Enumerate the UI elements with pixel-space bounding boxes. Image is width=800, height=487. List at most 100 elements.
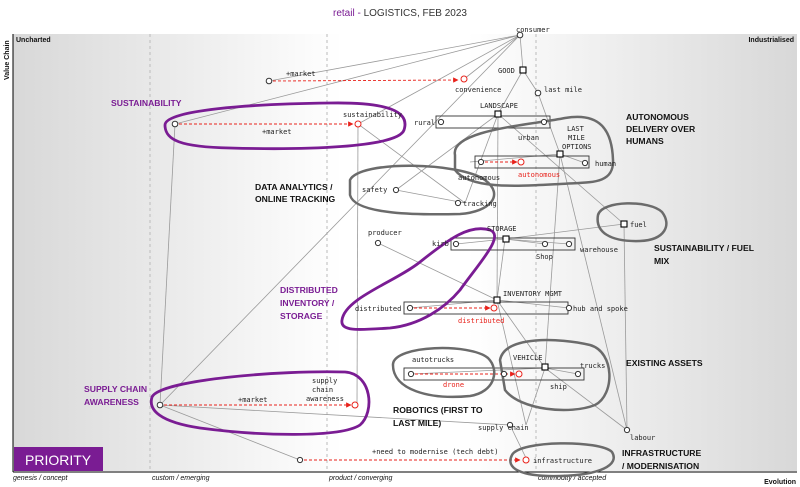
autonomous-label: autonomous [458,174,500,182]
vehicle-node[interactable] [541,363,549,371]
consumer-node[interactable] [516,31,524,39]
inventory-label: INVENTORY MGMT [503,290,563,298]
safety-label: safety [362,186,387,194]
fuel-node[interactable] [620,220,628,228]
drone-start-node[interactable] [500,370,508,378]
annot-sustainability: SUSTAINABILITY [111,98,182,108]
human-label: human [595,160,616,168]
labour-label: labour [630,434,655,442]
lmo-line2: MILE [568,134,585,142]
tracking-node[interactable] [454,199,462,207]
hub-spoke-label: hub and spoke [573,305,628,313]
good-node[interactable] [519,66,527,74]
annot-robotics-2: LAST MILE) [393,418,441,428]
autonomous-start-node[interactable] [477,158,485,166]
last-mile-options-node[interactable] [556,150,564,158]
outline-robotics [391,346,496,399]
sustainability-start-node[interactable] [171,120,179,128]
warehouse-node[interactable] [565,240,573,248]
annot-fuel-2: MIX [654,256,670,266]
outline-supply-chain [149,370,371,436]
urban-label: urban [518,134,539,142]
drone-node[interactable] [515,370,523,378]
outline-infrastructure [509,442,615,478]
market-sustain-label: +market [262,128,292,136]
rural-node[interactable] [437,118,445,126]
stage-genesis: genesis / concept [13,475,69,482]
last-mile-node[interactable] [534,89,542,97]
industrialised-label: Industrialised [748,37,794,44]
market-top-label: +market [286,70,316,78]
components: consumer GOOD last mile +market convenie… [156,26,655,465]
map-title: retail - LOGISTICS, FEB 2023 [333,8,467,19]
autotrucks-node[interactable] [407,370,415,378]
infrastructure-start-node[interactable] [296,456,304,464]
trucks-node[interactable] [574,370,582,378]
outline-autonomous [453,115,615,187]
landscape-node[interactable] [494,110,502,118]
market-supply-label: +market [238,396,268,404]
priority-label: PRIORITY [25,452,92,468]
grey-outlines [348,115,668,478]
annot-data-analytics-1: DATA ANALYTICS / [255,182,333,192]
stage-product: product / converging [328,475,393,482]
good-label: GOOD [498,67,515,75]
market-top-node[interactable] [265,77,273,85]
trucks-label: trucks [580,362,605,370]
annot-infrastructure-1: INFRASTRUCTURE [622,448,702,458]
outline-distributed [340,227,496,331]
distributed-label: distributed [355,305,401,313]
outline-fuel [596,202,668,243]
shop-label: Shop [536,253,553,261]
annot-distributed-2: INVENTORY / [280,298,335,308]
value-chain-label: Value Chain [4,40,11,80]
priority-badge [14,447,103,471]
human-node[interactable] [581,159,589,167]
dependency-links [159,34,628,461]
hub-spoke-node[interactable] [565,304,573,312]
outline-data-analytics [348,164,496,216]
safety-node[interactable] [392,186,400,194]
supply-chain-node[interactable] [506,421,514,429]
evolution-arrows [164,77,521,463]
infrastructure-node[interactable] [522,456,530,464]
annot-data-analytics-2: ONLINE TRACKING [255,194,336,204]
supply-chain-awareness-node[interactable] [351,401,359,409]
supply-chain-awareness-start-node[interactable] [156,401,164,409]
storage-pipeline [450,237,576,251]
annot-autonomous-3: HUMANS [626,136,664,146]
vehicle-label: VEHICLE [513,354,543,362]
last-mile-label: last mile [544,86,582,94]
annot-fuel-1: SUSTAINABILITY / FUEL [654,243,754,253]
sustainability-node[interactable] [354,120,362,128]
sca-line3: awareness [306,395,344,403]
kirb-node[interactable] [452,240,460,248]
producer-node[interactable] [374,239,382,247]
shop-node[interactable] [541,240,549,248]
drone-label: drone [443,381,464,389]
autonomous-node[interactable] [517,158,525,166]
supply-chain-label: supply chain [478,424,529,432]
convenience-node[interactable] [460,75,468,83]
annot-distributed-1: DISTRIBUTED [280,285,338,295]
sca-line2: chain [312,386,333,394]
lmo-line1: LAST [567,125,585,133]
autonomous-red-label: autonomous [518,171,560,179]
distributed-start-node[interactable] [406,304,414,312]
inventory-node[interactable] [493,296,501,304]
labour-node[interactable] [623,426,631,434]
ship-label: ship [550,383,567,391]
need-modernise-label: +need to modernise (tech debt) [372,448,498,456]
lmo-line3: OPTIONS [562,143,592,151]
uncharted-label: Uncharted [16,37,51,44]
storage-label: STORAGE [487,225,517,233]
map-background [13,34,797,471]
urban-node[interactable] [540,118,548,126]
storage-node[interactable] [502,235,510,243]
fuel-label: fuel [630,221,647,229]
annot-supply-chain-1: SUPPLY CHAIN [84,384,147,394]
distributed-red-label: distributed [458,317,504,325]
tracking-label: tracking [463,200,497,208]
distributed-node[interactable] [490,304,498,312]
